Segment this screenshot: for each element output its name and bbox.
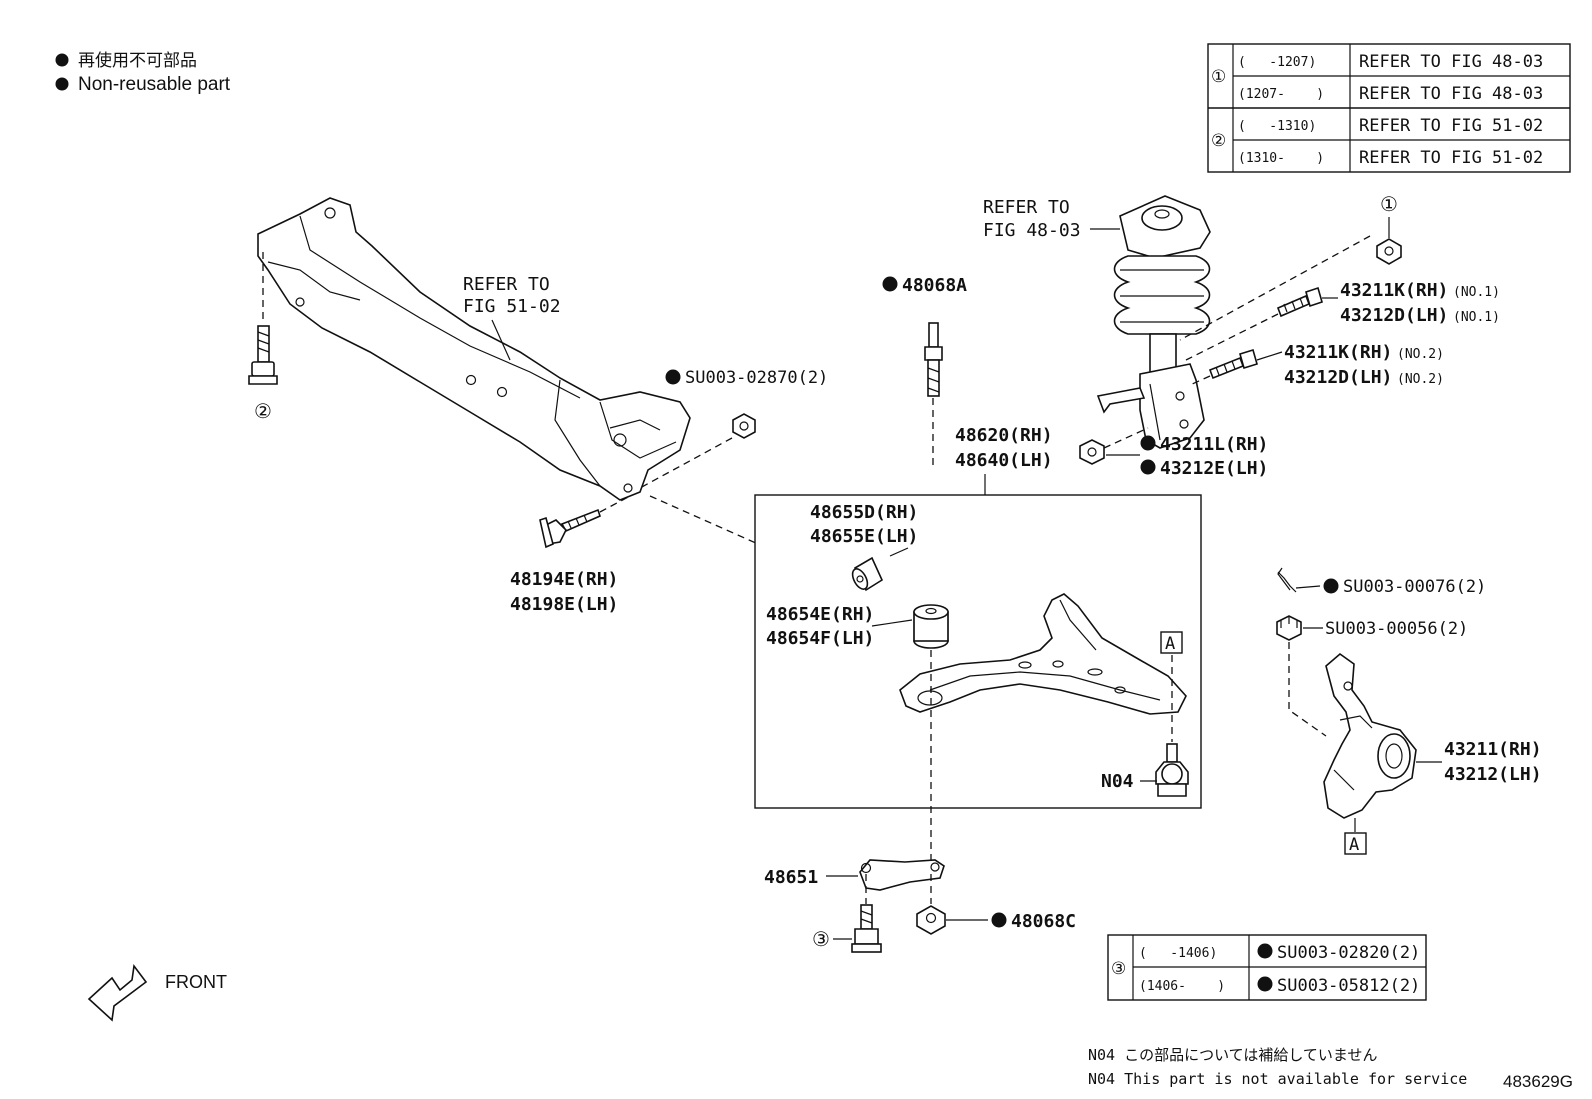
part-48194e: 48194E(RH) (510, 569, 618, 590)
table-range: ( -1310) (1238, 119, 1316, 134)
nut-su003-02870 (732, 413, 756, 439)
part-48068c: 48068C (1011, 911, 1076, 932)
part-48640: 48640(LH) (955, 450, 1053, 471)
ball-joint-n04 (1155, 743, 1189, 797)
top-mount-nut (1376, 238, 1402, 265)
non-reusable-bullet-icon (1257, 976, 1273, 992)
table-range: (1406- ) (1139, 979, 1225, 994)
table-mark: ② (1211, 131, 1226, 151)
reference-box-a-label: A (1165, 634, 1175, 654)
non-reusable-bullet-icon (1140, 435, 1156, 451)
table-ref: REFER TO FIG 48-03 (1359, 52, 1543, 72)
circle-number-2: ② (254, 399, 272, 423)
refer-fig-48-03-label: FIG 48-03 (983, 220, 1081, 241)
refer-fig-51-02-label: FIG 51-02 (463, 296, 561, 317)
table-mark: ③ (1111, 959, 1126, 979)
part-su003-02870: SU003-02870(2) (685, 368, 828, 388)
table-part: SU003-05812(2) (1277, 976, 1420, 996)
part-43211k-no1-suffix: (NO.1) (1453, 285, 1500, 300)
table-range: ( -1207) (1238, 55, 1316, 70)
part-43211k-no1: 43211K(RH) (1340, 280, 1448, 301)
crossmember-bolt (248, 252, 278, 385)
bushing-48655d (851, 556, 884, 592)
part-48654e: 48654E(RH) (766, 604, 874, 625)
legend-jp: 再使用不可部品 (78, 50, 197, 70)
bolt-48194e (539, 508, 601, 549)
bushing-48654e (913, 604, 949, 649)
nut-48068c (916, 905, 946, 935)
bracket-bolt (851, 874, 882, 953)
strut-bolt-no1 (1276, 286, 1323, 318)
part-43211k-no2-suffix: (NO.2) (1397, 347, 1444, 362)
stud-48068a (924, 322, 943, 397)
reference-box-a (1344, 832, 1367, 855)
non-reusable-bullet-icon (882, 276, 898, 292)
table-ref: REFER TO FIG 51-02 (1359, 148, 1543, 168)
part-48198e: 48198E(LH) (510, 594, 618, 615)
reference-box-a-label: A (1349, 835, 1359, 855)
refer-fig-48-03-label: REFER TO (983, 197, 1070, 218)
table-ref: REFER TO FIG 51-02 (1359, 116, 1543, 136)
front-direction-arrow-icon (87, 963, 148, 1022)
part-43212d-no2: 43212D(LH) (1284, 367, 1392, 388)
part-su003-00076: SU003-00076(2) (1343, 577, 1486, 597)
refer-fig-51-02-label: REFER TO (463, 274, 550, 295)
footnote-jp: N04 この部品については補給していません (1088, 1046, 1377, 1064)
lower-control-arm (899, 593, 1187, 715)
legend-bullet-icon (55, 77, 69, 91)
cotter-pin (1277, 567, 1297, 593)
legend-bullet-icon (55, 53, 69, 67)
non-reusable-bullet-icon (1140, 459, 1156, 475)
reference-table-bottom: ③ ( -1406) (1406- ) SU003-02820(2) SU003… (1107, 934, 1427, 1001)
part-48620: 48620(RH) (955, 425, 1053, 446)
circle-number-1: ① (1380, 192, 1398, 216)
non-reusable-bullet-icon (665, 369, 681, 385)
table-part: SU003-02820(2) (1277, 943, 1420, 963)
footnote-en: N04 This part is not available for servi… (1088, 1070, 1467, 1088)
part-n04: N04 (1101, 771, 1134, 792)
table-mark: ① (1211, 67, 1226, 87)
strut-nut-43211l (1079, 439, 1105, 465)
crossmember (257, 197, 691, 501)
part-43212d-no1-suffix: (NO.1) (1453, 310, 1500, 325)
non-reusable-bullet-icon (1323, 578, 1339, 594)
part-su003-00056: SU003-00056(2) (1325, 619, 1468, 639)
part-48651: 48651 (764, 867, 818, 888)
front-label: FRONT (165, 972, 227, 992)
part-48655e: 48655E(LH) (810, 526, 918, 547)
part-43212d-no1: 43212D(LH) (1340, 305, 1448, 326)
non-reusable-bullet-icon (1257, 943, 1273, 959)
bracket-48651 (859, 859, 945, 891)
part-48655d: 48655D(RH) (810, 502, 918, 523)
part-43212e: 43212E(LH) (1160, 458, 1268, 479)
diagram-code: 483629G (1503, 1072, 1573, 1091)
table-ref: REFER TO FIG 48-03 (1359, 84, 1543, 104)
steering-knuckle (1323, 652, 1417, 819)
part-48068a: 48068A (902, 275, 967, 296)
reference-box-a (1160, 631, 1183, 654)
part-43211: 43211(RH) (1444, 739, 1542, 760)
circle-number-3: ③ (812, 927, 830, 951)
legend-en: Non-reusable part (78, 74, 231, 95)
reference-table-top: ① ② ( -1207) (1207- ) ( -1310) (1310- ) … (1207, 43, 1571, 173)
castle-nut (1276, 615, 1302, 641)
table-range: ( -1406) (1139, 946, 1217, 961)
part-43211l: 43211L(RH) (1160, 434, 1268, 455)
non-reusable-bullet-icon (991, 912, 1007, 928)
part-48654f: 48654F(LH) (766, 628, 874, 649)
part-43212: 43212(LH) (1444, 764, 1542, 785)
part-43212d-no2-suffix: (NO.2) (1397, 372, 1444, 387)
table-range: (1207- ) (1238, 87, 1324, 102)
front-strut-assembly (1096, 195, 1211, 449)
table-range: (1310- ) (1238, 151, 1324, 166)
legend: 再使用不可部品 Non-reusable part (55, 50, 231, 95)
part-43211k-no2: 43211K(RH) (1284, 342, 1392, 363)
strut-bolt-no2 (1208, 348, 1258, 380)
